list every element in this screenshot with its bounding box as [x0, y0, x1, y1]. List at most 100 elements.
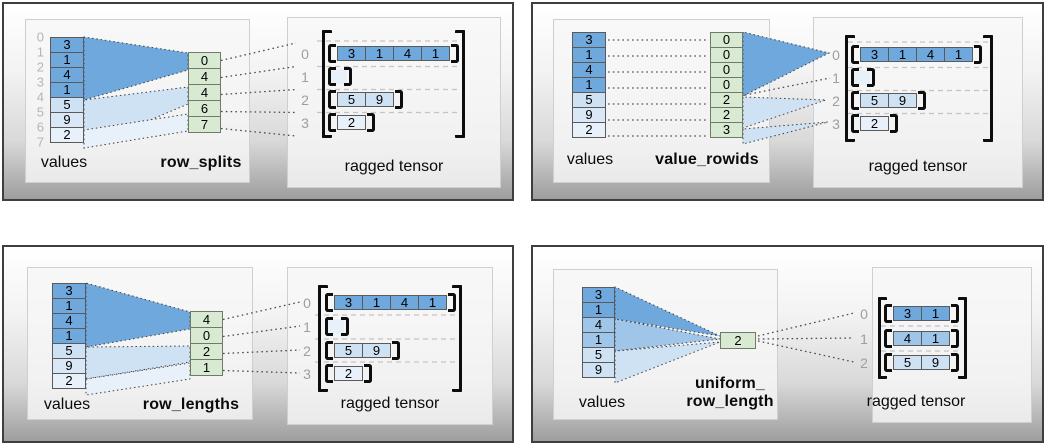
dotted-connector: [757, 312, 855, 337]
tensor-row-bracket-left: [884, 304, 892, 323]
tensor-outer-bracket-right: [958, 297, 967, 379]
values-cell: 4: [572, 62, 606, 78]
value_rowids-cell: 0: [710, 62, 743, 78]
tensor-row-label: 1: [303, 318, 311, 335]
tensor-cell: 5: [337, 92, 366, 107]
values-cell: 2: [52, 373, 86, 389]
tensor-cell: 1: [921, 331, 950, 346]
row_lengths-cell: 0: [190, 327, 223, 344]
values-label: values: [578, 394, 626, 411]
tensor-cell: 9: [365, 92, 394, 107]
tensor-cell: 1: [888, 47, 917, 62]
values-cell: 2: [50, 127, 84, 143]
ragged-tensor-label: ragged tensor: [344, 158, 444, 175]
tensor-cell: 9: [888, 93, 917, 108]
funnel-wedge: [85, 345, 191, 380]
tensor-cell: 1: [365, 46, 394, 61]
values-cell: 3: [52, 283, 86, 299]
dotted-connector: [222, 369, 301, 374]
tensor-row-bracket-right: [395, 90, 403, 109]
values-cell: 1: [582, 332, 615, 348]
tensor-cell: 3: [337, 46, 366, 61]
value-index-label: 5: [36, 104, 44, 120]
tensor-row-bracket-right: [364, 364, 372, 383]
tensor-cell: 4: [916, 47, 945, 62]
value-index-label: 2: [36, 59, 44, 75]
funnel-wedge: [83, 113, 189, 149]
row_splits-cell: 7: [188, 116, 221, 133]
values-cell: 4: [52, 313, 86, 329]
ragged-tensor-label: ragged tensor: [868, 158, 968, 175]
tensor-outer-bracket-right: [452, 285, 462, 392]
tensor-cell: 3: [893, 306, 922, 321]
values-cell: 9: [582, 362, 615, 378]
tensor-row-bracket-right: [951, 329, 959, 348]
value-index-label: 1: [36, 44, 44, 60]
tensor-outer-bracket-right: [983, 35, 993, 142]
values-cell: 3: [50, 37, 84, 53]
tensor-row-bracket-left: [325, 364, 333, 383]
values-cell: 5: [50, 97, 84, 113]
tensor-row-label: 3: [301, 114, 309, 131]
tensor-row-bracket-right: [451, 44, 459, 63]
tensor-cell: 3: [334, 295, 363, 310]
tensor-cell: 1: [944, 47, 973, 62]
values-cell: 1: [52, 298, 86, 314]
tensor-row-label: 0: [301, 45, 309, 62]
values-cell: 1: [572, 77, 606, 93]
tensor-cell: 3: [860, 47, 889, 62]
value-index-label: 0: [36, 29, 44, 45]
tensor-cell: 4: [393, 46, 422, 61]
method-label-row-lengths: row_lengths: [142, 396, 240, 413]
tensor-panel-value-rowids: [813, 17, 1023, 188]
tensor-cell: 4: [390, 295, 419, 310]
funnel-wedge: [742, 121, 829, 145]
values-cell: 9: [572, 107, 606, 123]
tensor-row-bracket-left: [884, 353, 892, 372]
value_rowids-cell: 3: [710, 122, 743, 138]
tensor-row-label: 2: [832, 92, 840, 109]
tensor-row-bracket-right: [367, 113, 375, 132]
tensor-row-label: 3: [303, 365, 311, 382]
values-cell: 9: [52, 358, 86, 374]
dotted-connector: [220, 42, 297, 62]
funnel-wedge: [742, 96, 827, 129]
tensor-cell: 2: [860, 116, 889, 131]
uniform_row_length-cell: 2: [720, 332, 756, 349]
row_splits-cell: 4: [188, 68, 221, 85]
row_lengths-cell: 1: [190, 359, 223, 376]
tensor-outer-bracket-right: [455, 30, 465, 138]
method-label-uniform-row-length-line2: row_length: [686, 393, 774, 410]
values-cell: 1: [572, 47, 606, 63]
values-cell: 5: [52, 343, 86, 359]
tensor-cell: 5: [893, 355, 922, 370]
tensor-row-label: 0: [303, 294, 311, 311]
values-cell: 9: [50, 112, 84, 128]
dotted-connector: [220, 65, 297, 79]
values-cell: 2: [572, 122, 606, 138]
tensor-row-bracket-right: [392, 341, 400, 360]
dotted-connector: [222, 325, 301, 338]
ragged-tensor-label: ragged tensor: [866, 393, 966, 410]
tensor-empty-row-fill: [328, 319, 344, 334]
values-label: values: [43, 396, 91, 413]
tensor-row-label: 2: [301, 91, 309, 108]
dotted-connector: [220, 110, 297, 114]
dotted-connector: [222, 349, 301, 355]
tensor-empty-row-fill: [854, 70, 870, 85]
value-index-label: 7: [36, 134, 44, 150]
tensor-cell: 1: [921, 306, 950, 321]
tensor-outer-bracket-left: [878, 297, 887, 379]
tensor-row-label: 2: [860, 354, 868, 371]
tensor-row-bracket-right: [918, 91, 926, 110]
tensor-outer-bracket-left: [322, 30, 332, 138]
tensor-row-bracket-left: [325, 317, 333, 336]
tensor-row-bracket-left: [325, 341, 333, 360]
dotted-connector: [744, 77, 831, 96]
tensor-row-bracket-right: [867, 68, 875, 87]
dotted-connector: [220, 127, 297, 137]
dotted-connector: [222, 301, 301, 321]
tensor-row-bracket-left: [325, 293, 333, 312]
